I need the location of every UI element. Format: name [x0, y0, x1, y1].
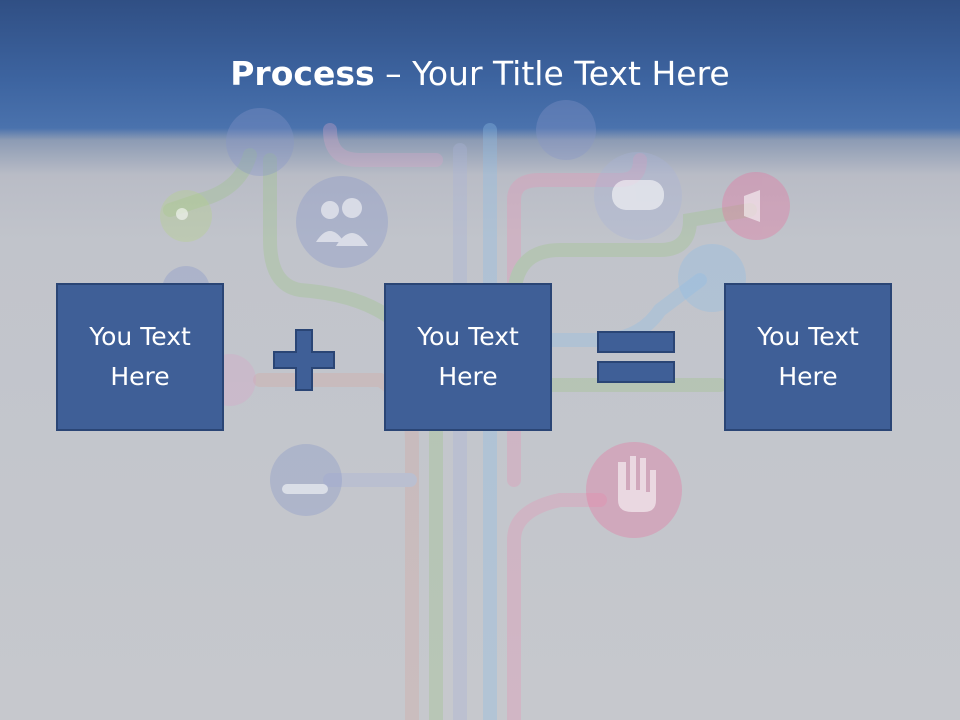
title-rest: – Your Title Text Here	[374, 54, 730, 93]
process-box-3-line2: Here	[778, 362, 838, 391]
process-box-1-line2: Here	[110, 362, 170, 391]
process-box-2-line2: Here	[438, 362, 498, 391]
process-box-3-text: You Text Here	[743, 317, 873, 397]
process-box-3-line1: You Text	[757, 322, 859, 351]
process-box-2-text: You Text Here	[403, 317, 533, 397]
slide-title: Process – Your Title Text Here	[0, 52, 960, 96]
process-box-1-text: You Text Here	[75, 317, 205, 397]
process-box-2[interactable]: You Text Here	[384, 283, 552, 431]
process-box-1[interactable]: You Text Here	[56, 283, 224, 431]
process-box-2-line1: You Text	[417, 322, 519, 351]
equals-icon	[597, 331, 675, 383]
title-bold: Process	[230, 54, 375, 93]
process-box-3[interactable]: You Text Here	[724, 283, 892, 431]
process-box-1-line1: You Text	[89, 322, 191, 351]
plus-icon	[273, 329, 335, 391]
